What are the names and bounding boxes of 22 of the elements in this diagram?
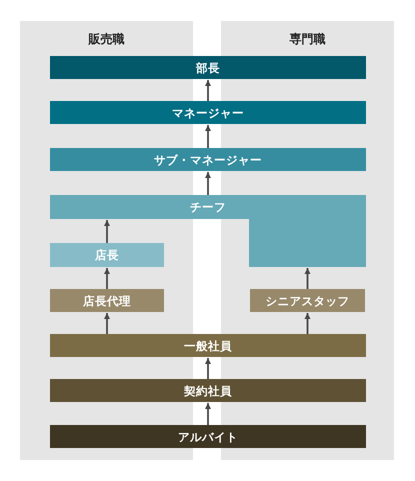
level-label: チーフ [190, 200, 226, 214]
column-heading: 専門職 [290, 32, 326, 46]
level-box: 店長 [50, 243, 164, 267]
arrow [104, 268, 110, 289]
level-box: 契約社員 [50, 379, 366, 402]
arrow [304, 313, 310, 334]
level-box: 一般社員 [50, 334, 366, 357]
arrow [304, 268, 310, 289]
arrow [205, 358, 211, 379]
arrow [104, 220, 110, 243]
level-box: サブ・マネージャー [50, 148, 366, 171]
level-box: アルバイト [50, 425, 366, 448]
arrow [205, 125, 211, 148]
arrow [205, 172, 211, 195]
arrow [205, 80, 211, 101]
column-heading: 販売職 [88, 32, 124, 46]
level-box: 部長 [50, 56, 366, 79]
level-box: マネージャー [50, 101, 366, 124]
arrow [104, 313, 110, 334]
level-box: シニアスタッフ [250, 289, 365, 312]
arrow [205, 403, 211, 425]
level-box: 店長代理 [50, 289, 164, 312]
